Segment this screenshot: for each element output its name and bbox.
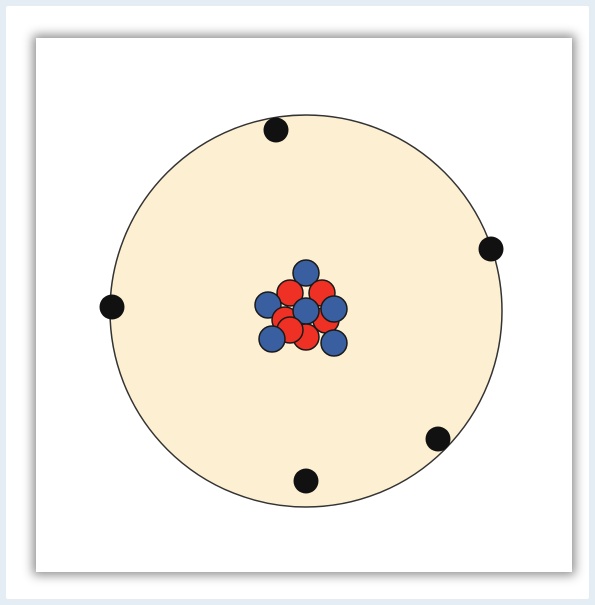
electron-2 bbox=[479, 237, 504, 262]
neutron-12 bbox=[321, 330, 347, 356]
electron-3 bbox=[100, 295, 125, 320]
electron-1 bbox=[264, 118, 289, 143]
neutron-8 bbox=[321, 296, 347, 322]
electron-5 bbox=[294, 469, 319, 494]
electron-4 bbox=[426, 427, 451, 452]
neutron-11 bbox=[259, 326, 285, 352]
